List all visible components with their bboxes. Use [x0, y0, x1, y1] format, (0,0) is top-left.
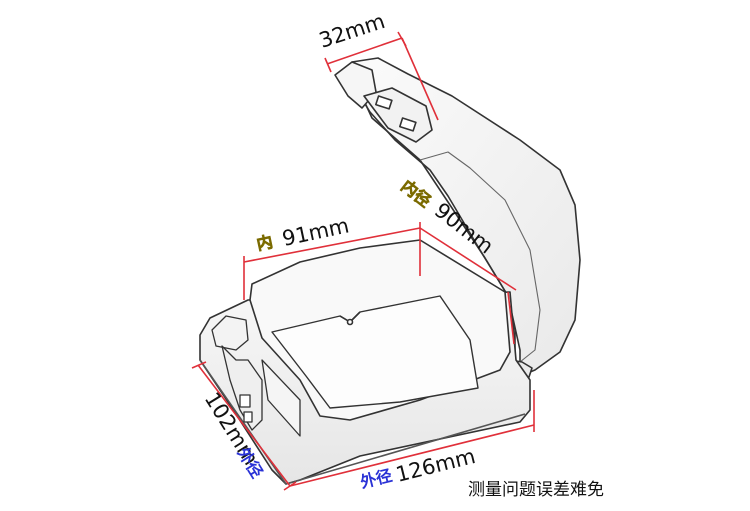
dim-line-outer-depth — [197, 364, 291, 487]
dim-line-inner-diameter — [419, 227, 517, 291]
dimension-lines — [191, 31, 535, 491]
measurement-note: 测量问题误差难免 — [468, 480, 604, 500]
dim-line-outer-diameter — [289, 424, 535, 487]
hinge-slot-2 — [398, 117, 417, 132]
lid — [334, 57, 581, 381]
label-inner-diameter-prefix: 内径 — [398, 176, 435, 211]
hinge-slot-1 — [374, 95, 393, 110]
label-outer-diameter-prefix: 外径 — [357, 466, 394, 492]
label-inner-width: 91mm — [280, 213, 351, 251]
base — [199, 239, 531, 485]
label-inner-prefix: 内 — [255, 232, 275, 254]
dim-line-hinge — [326, 37, 403, 65]
dim-line-inner-width — [243, 227, 421, 263]
left-clip — [211, 315, 301, 437]
lid-inner-face — [359, 91, 516, 360]
